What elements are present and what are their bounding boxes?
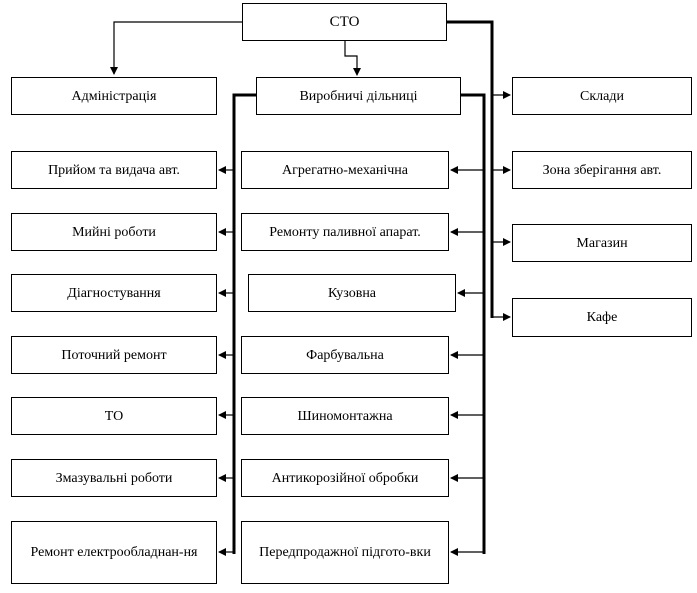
connector-production-middle-trunk xyxy=(460,93,486,554)
node-left-2-label: Діагностування xyxy=(67,285,161,301)
node-production-sites: Виробничі дільниці xyxy=(256,77,461,115)
root-node-label: СТО xyxy=(329,13,360,30)
node-right-2-label: Магазин xyxy=(576,235,628,251)
node-middle-1-label: Ремонту паливної апарат. xyxy=(269,224,421,240)
node-left-6: Ремонт електрообладнан-ня xyxy=(11,521,217,584)
node-right-3-label: Кафе xyxy=(586,310,618,325)
node-middle-3-label: Фарбувальна xyxy=(306,347,384,363)
node-left-0-label: Прийом та видача авт. xyxy=(48,162,180,178)
node-left-1-label: Мийні роботи xyxy=(72,224,156,240)
node-middle-2: Кузовна xyxy=(248,274,456,312)
node-right-0-label: Склади xyxy=(580,88,624,104)
node-middle-5-label: Антикорозійної обробки xyxy=(271,470,419,486)
connector-production-left-trunk xyxy=(232,93,256,554)
node-middle-5: Антикорозійної обробки xyxy=(241,459,449,497)
connector-root-right-trunk xyxy=(446,20,494,318)
node-right-1: Зона зберігання авт. xyxy=(512,151,692,189)
node-left-4-label: ТО xyxy=(104,408,124,424)
node-right-2: Магазин xyxy=(512,224,692,262)
node-middle-3: Фарбувальна xyxy=(241,336,449,374)
root-node-sto: СТО xyxy=(242,3,447,41)
node-left-3: Поточний ремонт xyxy=(11,336,217,374)
node-production-sites-label: Виробничі дільниці xyxy=(299,88,418,104)
node-middle-2-label: Кузовна xyxy=(327,285,377,301)
node-left-4: ТО xyxy=(11,397,217,435)
node-left-5-label: Змазувальні роботи xyxy=(55,470,173,486)
node-right-1-label: Зона зберігання авт. xyxy=(542,162,662,178)
node-right-0: Склади xyxy=(512,77,692,115)
node-administration-label: Адміністрація xyxy=(71,88,157,104)
node-left-5: Змазувальні роботи xyxy=(11,459,217,497)
node-middle-4: Шиномонтажна xyxy=(241,397,449,435)
connector-root-administration xyxy=(110,21,242,75)
node-middle-1: Ремонту паливної апарат. xyxy=(241,213,449,251)
node-administration: Адміністрація xyxy=(11,77,217,115)
node-middle-6-label: Передпродажної підгото-вки xyxy=(259,545,431,560)
node-right-3: Кафе xyxy=(512,298,692,337)
connector-root-production xyxy=(344,40,361,76)
node-middle-6: Передпродажної підгото-вки xyxy=(241,521,449,584)
node-left-1: Мийні роботи xyxy=(11,213,217,251)
node-middle-4-label: Шиномонтажна xyxy=(297,408,393,424)
node-left-0: Прийом та видача авт. xyxy=(11,151,217,189)
node-middle-0: Агрегатно-механічна xyxy=(241,151,449,189)
node-middle-0-label: Агрегатно-механічна xyxy=(282,162,408,178)
node-left-2: Діагностування xyxy=(11,274,217,312)
node-left-6-label: Ремонт електрообладнан-ня xyxy=(30,545,198,560)
node-left-3-label: Поточний ремонт xyxy=(61,347,167,363)
